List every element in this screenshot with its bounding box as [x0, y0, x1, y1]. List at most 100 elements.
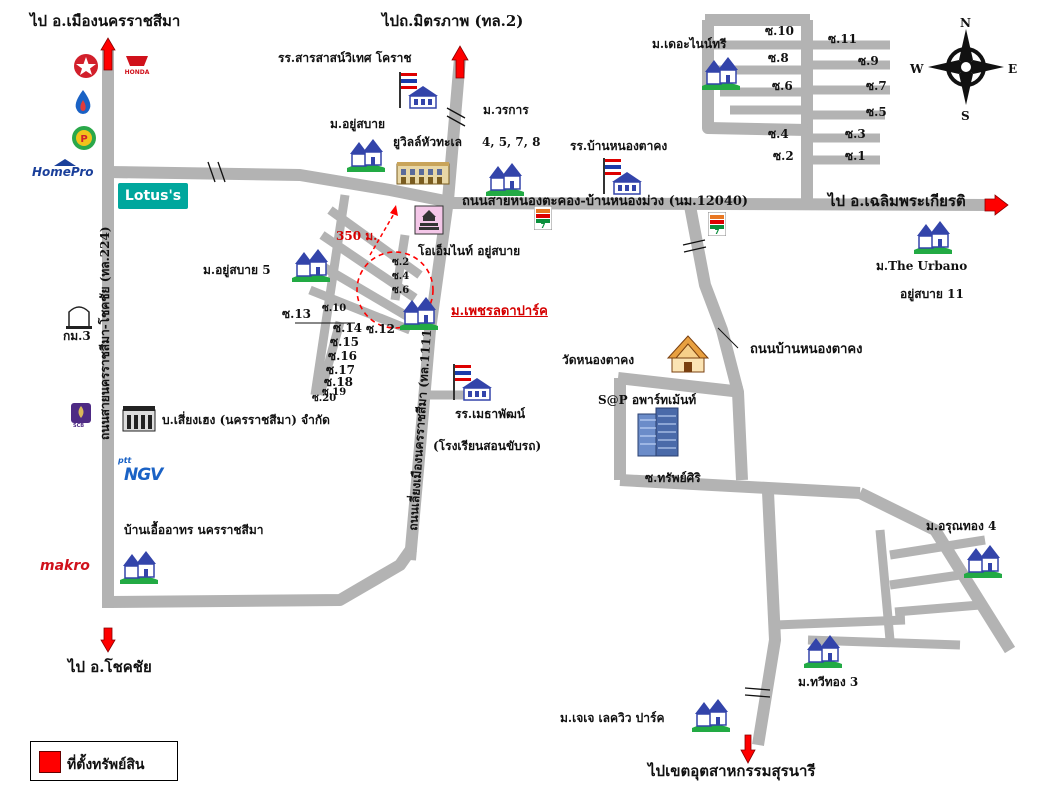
- milestone-icon: [66, 306, 92, 329]
- soi-label: ซ.19: [322, 387, 347, 398]
- label-yusabai-11: อยู่สบาย 11: [900, 287, 964, 301]
- svg-text:7: 7: [715, 228, 720, 236]
- label-to-chalerm: ไป อ.เฉลิมพระเกียรติ: [828, 192, 966, 210]
- scb-logo: SCB: [70, 402, 92, 430]
- label-yusabai-5: ม.อยู่สบาย 5: [203, 263, 271, 277]
- road-ne-left: [702, 20, 808, 136]
- road-south-branch: [752, 491, 781, 746]
- ptt-ngv-logo: ptt NGV: [118, 456, 163, 485]
- soi-label: ซ.2: [773, 149, 794, 163]
- location-circle: [356, 251, 434, 329]
- label-arunthong-4: ม.อรุณทอง 4: [926, 519, 997, 533]
- soi-label: ซ.13: [282, 307, 312, 321]
- arrow-east: [984, 194, 1009, 216]
- label-to-mueang: ไป อ.เมืองนครราชสีมา: [30, 12, 181, 30]
- house-icon: [692, 699, 730, 732]
- label-yusabai: ม.อยู่สบาย: [330, 117, 386, 131]
- soi-label: ซ.16: [328, 349, 358, 363]
- property-house-icon: [400, 297, 438, 330]
- soi-label: ซ.15: [330, 335, 360, 349]
- scb-emblem-icon: [71, 403, 91, 423]
- road-main-east: [447, 197, 991, 211]
- label-jj-lakeview: ม.เจเจ เลควิว ปาร์ค: [560, 711, 665, 725]
- soi-label: ซ.5: [866, 105, 887, 119]
- soi-label: ซ.20: [312, 393, 337, 404]
- apartment-building-icon: [637, 407, 679, 457]
- soi-label: ซ.6: [392, 285, 410, 296]
- svg-text:HONDA: HONDA: [125, 69, 150, 76]
- compass-s: S: [961, 109, 970, 123]
- label-om-night: โอเอ็มไนท์ อยู่สบาย: [418, 244, 521, 258]
- soi-label: ซ.14: [333, 321, 363, 335]
- school-icon: [453, 364, 492, 401]
- school-icon: [399, 72, 438, 109]
- road-southeast: [857, 487, 1016, 654]
- soi-label: ซ.2: [392, 257, 410, 268]
- soi-label: ซ.11: [828, 32, 858, 46]
- label-to-chok-chai: ไป อ.โชคชัย: [68, 658, 152, 676]
- soi-label: ซ.10: [765, 24, 795, 38]
- label-eurovil: ยูวิลล์หัวทะเล: [393, 135, 462, 149]
- house-icon: [914, 221, 952, 254]
- caltex-logo-icon: [74, 54, 98, 78]
- label-driving-school: (โรงเรียนสอนขับรถ): [433, 439, 542, 453]
- house-icon: [804, 635, 842, 668]
- label-to-mittraphap: ไปถ.มิตรภาพ (ทล.2): [382, 12, 524, 30]
- soi-label: ซ.9: [858, 54, 879, 68]
- label-methaphat: รร.เมธาพัฒน์: [455, 407, 526, 421]
- house-icon: [120, 551, 158, 584]
- road-label-nong-takhong: ถนนบ้านหนองตาคง: [750, 342, 863, 357]
- arrow-south-bottom: [740, 734, 756, 764]
- compass-icon: [928, 29, 1004, 105]
- road-nong-takhong: [684, 204, 748, 481]
- shophouse-icon: [396, 162, 450, 185]
- soi-label: ซ.6: [772, 79, 793, 93]
- road-label-sap-siri: ซ.ทรัพย์ศิริ: [645, 471, 701, 485]
- label-worakan: ม.วรการ: [483, 103, 529, 117]
- label-ban-ueaathon: บ้านเอื้ออาทร นครราชสีมา: [124, 523, 264, 537]
- road-label-main: ถนนสายหนองตะคอง-บ้านหนองม่วง (นม.12040): [462, 194, 749, 209]
- label-wat-nong-takhong: วัดหนองตาคง: [562, 353, 635, 367]
- soi-label: ซ.4: [768, 127, 789, 141]
- compass-n: N: [960, 16, 971, 30]
- legend-swatch: [39, 751, 61, 773]
- homepro-logo: HomePro: [32, 158, 98, 184]
- map-legend: ที่ตั้งทรัพย์สิน: [30, 741, 178, 781]
- soi-label: ซ.17: [326, 363, 356, 377]
- svg-text:P: P: [80, 134, 87, 145]
- seven-eleven-icon: 7: [708, 212, 726, 236]
- soi-label: ซ.18: [324, 375, 354, 389]
- homepro-roof-icon: [54, 159, 76, 166]
- label-petcharat-park: ม.เพชรลดาปาร์ค: [451, 304, 548, 319]
- soi-label: ซ.7: [866, 79, 887, 93]
- temple-icon: [666, 335, 710, 373]
- soi-label: ซ.12: [366, 322, 396, 336]
- compass-e: E: [1008, 62, 1018, 76]
- soi-label: ซ.3: [845, 127, 866, 141]
- road-sap-siri: [619, 474, 861, 499]
- house-icon: [486, 163, 524, 196]
- arrow-north-left: [100, 37, 116, 71]
- honda-logo-icon: HONDA: [125, 56, 150, 76]
- label-kor-mor-3: กม.3: [63, 329, 91, 343]
- house-icon: [292, 249, 330, 282]
- lotus-logo: Lotus's: [118, 183, 188, 209]
- hotel-icon: [414, 205, 444, 235]
- label-distance: 350 ม.: [336, 229, 378, 243]
- label-thawithong-3: ม.ทวีทอง 3: [798, 675, 859, 689]
- house-icon: [964, 545, 1002, 578]
- soi-label: ซ.4: [392, 271, 410, 282]
- soi-label: ซ.1: [845, 149, 866, 163]
- label-nong-takhong-school: รร.บ้านหนองตาคง: [570, 139, 668, 153]
- svg-text:7: 7: [541, 222, 546, 230]
- soi-label: ซ.8: [768, 51, 789, 65]
- label-sarasas: รร.สารสาสน์วิเทศ โคราช: [278, 51, 412, 65]
- company-building-icon: [122, 406, 156, 432]
- road-label-224: ถนนสายนครราชสีมา-โชคชัย (ทล.224): [98, 226, 112, 440]
- road-central: [404, 57, 466, 561]
- arrow-south-left: [100, 627, 116, 653]
- label-eurovil-phases: 4, 5, 7, 8: [482, 135, 541, 149]
- pt-station-logo-icon: P: [72, 126, 96, 150]
